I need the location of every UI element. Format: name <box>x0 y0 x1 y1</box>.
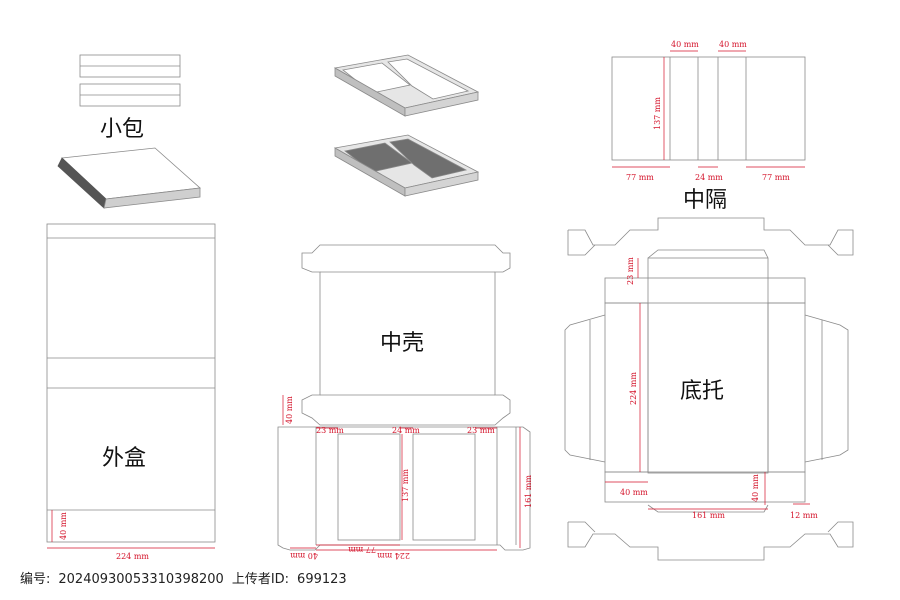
middle-shell-dim-23-right: 23 mm <box>467 426 495 435</box>
base-tray-dim-12: 12 mm <box>790 511 818 520</box>
outer-box-label: 外盒 <box>102 446 146 471</box>
base-tray-label: 底托 <box>680 379 724 404</box>
base-tray-dim-161: 161 mm <box>692 511 725 520</box>
middle-shell-dieline: 中壳 40 mm 23 mm 24 mm 23 mm 137 mm 161 mm… <box>277 244 533 560</box>
tray-3d-bottom <box>333 134 480 197</box>
base-tray-dim-224: 224 mm <box>629 372 638 405</box>
middle-shell-dim-137: 137 mm <box>401 469 410 502</box>
middle-shell-dim-77: 77 mm <box>348 545 376 554</box>
outer-box-dim-40: 40 mm <box>59 512 68 540</box>
divider-dim-40-right: 40 mm <box>719 40 747 49</box>
outer-box-dieline: 外盒 40 mm 224 mm <box>46 223 216 561</box>
base-tray-dim-40-left: 40 mm <box>620 488 648 497</box>
footer-text: 编号: 20240930053310398200 上传者ID: 699123 <box>20 568 355 587</box>
middle-shell-dim-40: 40 mm <box>285 396 294 424</box>
small-pack-group: 小包 <box>57 54 201 209</box>
divider-label: 中隔 <box>683 188 727 213</box>
footer-uploader-value: 699123 <box>297 572 347 587</box>
base-tray-dim-40-right: 40 mm <box>751 474 760 502</box>
footer-bar: 编号: 20240930053310398200 上传者ID: 699123 <box>0 562 900 600</box>
small-pack-label: 小包 <box>100 117 144 142</box>
divider-dim-40-left: 40 mm <box>671 40 699 49</box>
divider-dim-24: 24 mm <box>695 173 723 182</box>
footer-uploader-label: 上传者ID: <box>231 572 290 587</box>
base-tray-dieline: 底托 23 mm 224 mm 40 mm 40 mm 161 mm 12 mm <box>564 217 854 561</box>
base-tray-dim-23: 23 mm <box>626 257 635 285</box>
small-pack-3d <box>57 147 201 209</box>
middle-shell-dim-224: 224 mm <box>377 551 410 560</box>
tray-3d-top <box>333 54 480 117</box>
middle-shell-label: 中壳 <box>380 331 424 356</box>
divider-dieline: 40 mm 40 mm 137 mm 77 mm 24 mm 77 mm 中隔 <box>611 40 806 213</box>
divider-dim-77-left: 77 mm <box>626 173 654 182</box>
middle-shell-dim-23-left: 23 mm <box>316 426 344 435</box>
middle-shell-dim-161: 161 mm <box>524 475 533 508</box>
outer-box-dim-224: 224 mm <box>116 552 149 561</box>
middle-shell-dim-40-bottom: 40 mm <box>290 551 318 560</box>
footer-id-label: 编号: <box>20 572 51 587</box>
divider-dim-137: 137 mm <box>653 97 662 130</box>
divider-dim-77-right: 77 mm <box>762 173 790 182</box>
footer-id-value: 20240930053310398200 <box>58 572 224 587</box>
middle-shell-dim-24: 24 mm <box>392 426 420 435</box>
